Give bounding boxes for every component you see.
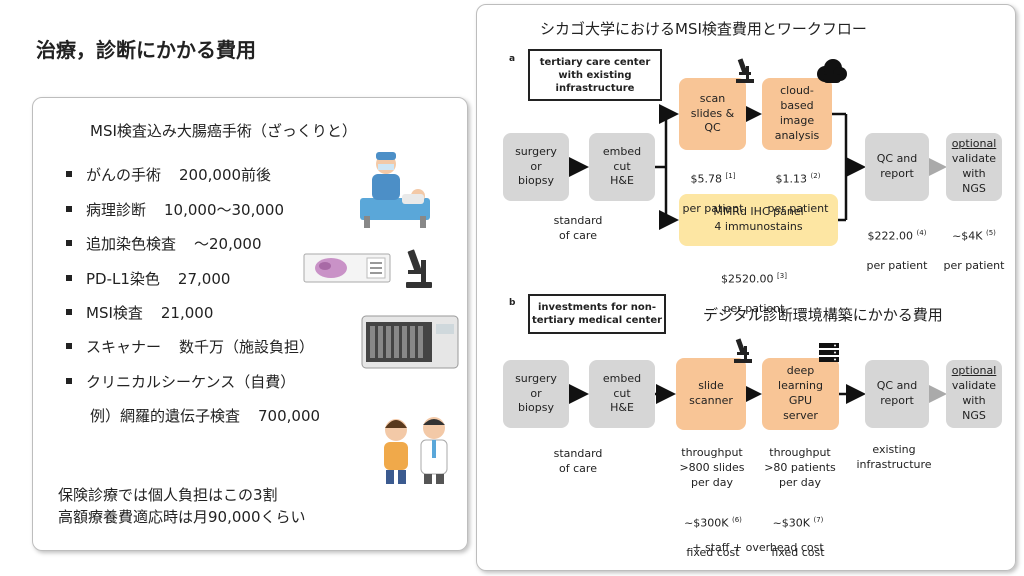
- optional-label: optional: [951, 364, 997, 378]
- copay-note: 保険診療では個人負担はこの3割: [58, 486, 278, 504]
- validate-label: validate with NGS: [951, 379, 997, 422]
- qc-report-box-a: QC and report: [865, 133, 929, 201]
- cloud-cost-unit: per patient: [767, 202, 829, 216]
- qc-cost-value: $222.00: [867, 229, 914, 243]
- cost-item: MSI検査 21,000: [66, 302, 213, 323]
- cost-summary-panel: [32, 97, 468, 551]
- qc-report-box-b: QC and report: [865, 360, 929, 428]
- embed-box-a: embed cut H&E: [589, 133, 655, 201]
- scanner-cost-unit: fixed cost: [686, 546, 740, 560]
- ihc-cost-value: $2520.00: [721, 272, 774, 286]
- cost-item: クリニカルシーケンス（自費）: [66, 371, 295, 392]
- ihc-cost-unit: per patient: [723, 302, 785, 316]
- optional-label: optional: [951, 137, 997, 151]
- page-title: 治療，診断にかかる費用: [36, 38, 256, 62]
- scanner-cost-ref: (6): [732, 515, 742, 524]
- standard-of-care-b: standard of care: [553, 447, 603, 475]
- cost-item-label: 追加染色検査: [86, 235, 177, 253]
- section-letter-b: b: [509, 298, 516, 308]
- cloud-analysis-box: cloud- based image analysis: [762, 78, 832, 150]
- workflow-heading: シカゴ大学におけるMSI検査費用とワークフロー: [540, 20, 867, 38]
- cost-item-label: MSI検査: [86, 304, 143, 322]
- doctor-patient-illustration: [384, 417, 448, 484]
- ngs-box-a: optional validate with NGS: [946, 133, 1002, 201]
- cost-item: PD-L1染色 27,000: [66, 268, 230, 289]
- ihc-cost: $2520.00 [3] per patient: [714, 257, 794, 317]
- cost-item-label: スキャナー: [86, 338, 162, 356]
- cost-item-value: 数千万（施設負担）: [179, 338, 315, 356]
- gpu-server-box: deep learning GPU server: [762, 358, 839, 430]
- slide-scanner-illustration: [361, 315, 459, 369]
- ngs-box-b: optional validate with NGS: [946, 360, 1002, 428]
- qc-cost: $222.00 (4) per patient: [861, 214, 933, 274]
- scan-cost-unit: per patient: [682, 202, 744, 216]
- section-label-a: tertiary care center with existing infra…: [528, 49, 662, 101]
- microscope-icon: [736, 58, 754, 83]
- qc-cost-ref: (4): [916, 228, 927, 237]
- surgery-box-a: surgery or biopsy: [503, 133, 569, 201]
- cost-item-label: がんの手術: [86, 166, 162, 184]
- surgery-box-b: surgery or biopsy: [503, 360, 569, 428]
- microscope-icon: [406, 249, 432, 288]
- scan-cost-ref: [1]: [725, 171, 736, 180]
- ihc-panel-box: MMRd IHC panel 4 immunostains: [679, 194, 838, 246]
- staff-overhead-note: + staff + overhead cost: [692, 541, 824, 554]
- gpu-throughput: throughput >80 patients per day: [764, 446, 836, 489]
- cost-item-value: 21,000: [160, 304, 214, 322]
- cloud-cost: $1.13 (2) per patient: [760, 157, 836, 217]
- cost-item: がんの手術 200,000前後: [66, 164, 271, 185]
- scan-cost: $5.78 [1] per patient: [675, 157, 751, 217]
- cost-item-value: 200,000前後: [179, 166, 272, 184]
- cost-item-value: 〜20,000: [194, 235, 262, 253]
- ngs-cost-ref: (5): [986, 228, 996, 237]
- cost-item-value: 27,000: [177, 270, 231, 288]
- gpu-cost-value: ~$30K: [772, 516, 810, 530]
- validate-label: validate with NGS: [951, 152, 997, 195]
- section-label-b: investments for non- tertiary medical ce…: [528, 294, 666, 334]
- qc-cost-unit: per patient: [866, 259, 928, 273]
- existing-infrastructure-note: existing infrastructure: [856, 443, 932, 471]
- cost-item: スキャナー 数千万（施設負担）: [66, 336, 314, 357]
- scan-slides-box: scan slides & QC: [679, 78, 746, 150]
- cost-item-value: 10,000〜30,000: [164, 201, 284, 219]
- ihc-cost-ref: [3]: [777, 271, 787, 280]
- microscope-icon: [734, 338, 752, 363]
- standard-of-care-a: standard of care: [553, 214, 603, 242]
- scan-cost-value: $5.78: [690, 172, 723, 186]
- cost-example-label: 例）網羅的遺伝子検査: [90, 407, 241, 425]
- surgeon-illustration: [360, 152, 430, 228]
- ngs-cost-value: ~$4K: [952, 229, 983, 243]
- cost-item-label: クリニカルシーケンス（自費）: [86, 373, 296, 391]
- cost-example-value: 700,000: [258, 407, 321, 425]
- server-icon: [819, 343, 839, 362]
- gpu-cost: ~$30K (7) fixed cost: [760, 501, 836, 561]
- embed-box-b: embed cut H&E: [589, 360, 655, 428]
- high-cost-note: 高額療養費適応時は月90,000くらい: [58, 508, 306, 526]
- cost-item: 病理診断 10,000〜30,000: [66, 199, 284, 220]
- ngs-cost: ~$4K (5) per patient: [938, 214, 1010, 274]
- section-letter-a: a: [509, 54, 516, 64]
- slide-scanner-box: slide scanner: [676, 358, 746, 430]
- gpu-cost-unit: fixed cost: [771, 546, 825, 560]
- digital-cost-heading: デジタル診断環境構築にかかる費用: [703, 306, 943, 324]
- slide-illustration: [303, 253, 391, 283]
- scanner-cost-value: ~$300K: [684, 516, 729, 530]
- cost-item: 追加染色検査 〜20,000: [66, 233, 262, 254]
- scanner-cost: ~$300K (6) fixed cost: [675, 501, 751, 561]
- gpu-cost-ref: (7): [813, 515, 824, 524]
- cost-item-label: PD-L1染色: [86, 270, 160, 288]
- cost-summary-heading: MSI検査込み大腸癌手術（ざっくりと）: [90, 122, 357, 140]
- cloud-icon: [817, 59, 847, 83]
- scanner-throughput: throughput >800 slides per day: [679, 446, 745, 489]
- cost-example: 例）網羅的遺伝子検査 700,000: [90, 405, 320, 426]
- cloud-cost-ref: (2): [810, 171, 821, 180]
- cloud-cost-value: $1.13: [775, 172, 808, 186]
- ngs-cost-unit: per patient: [943, 259, 1005, 273]
- workflow-panel: [476, 4, 1016, 571]
- cost-item-label: 病理診断: [86, 201, 147, 219]
